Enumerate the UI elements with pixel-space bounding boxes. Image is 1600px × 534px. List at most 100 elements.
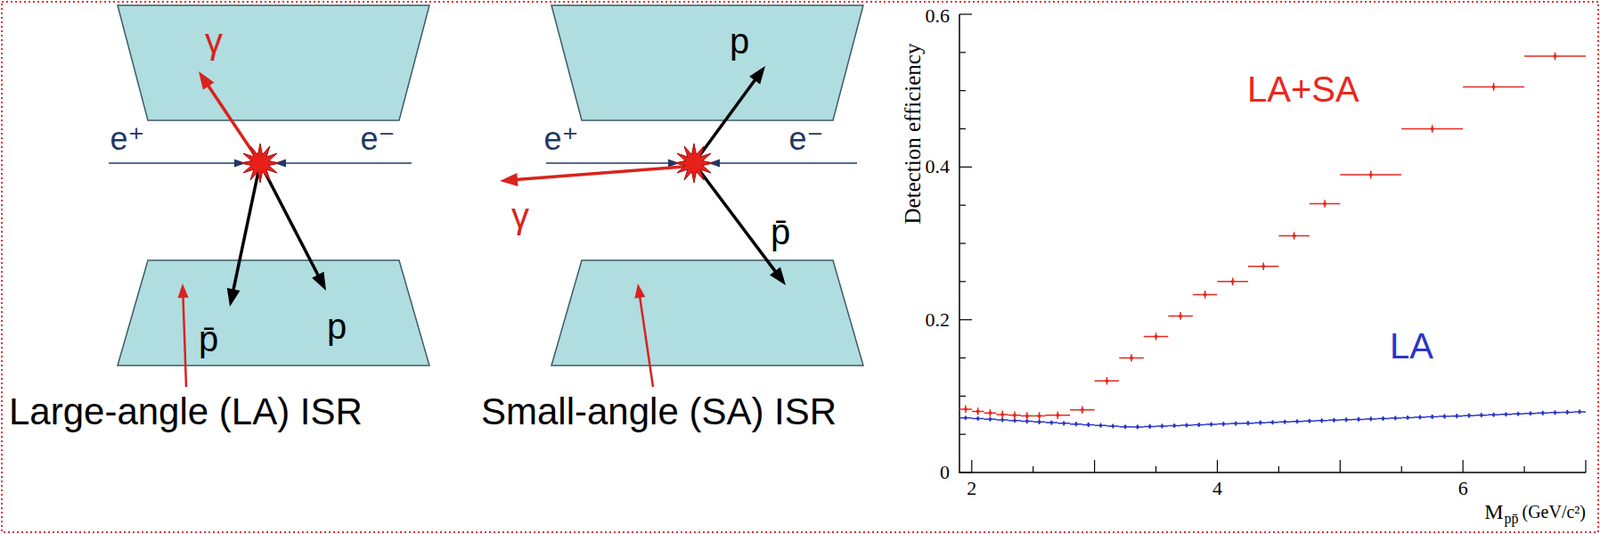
- data-point: [1261, 264, 1266, 269]
- axis-tick: [959, 128, 966, 130]
- error-bar: [959, 415, 972, 420]
- data-point: [1271, 420, 1275, 425]
- error-bar: [1082, 422, 1095, 427]
- error-bar: [1303, 418, 1316, 424]
- axis-tick: [1401, 465, 1403, 473]
- leader-arrow: [178, 283, 189, 387]
- arrow-head: [769, 267, 786, 286]
- data-point: [1209, 422, 1214, 426]
- leader-arrow: [634, 283, 654, 387]
- proton-label: p: [729, 23, 750, 59]
- error-bar: [1401, 124, 1463, 133]
- axis-tick: [959, 395, 966, 397]
- axis-tick: [959, 13, 972, 15]
- error-bar: [1377, 416, 1390, 421]
- arrow-shaft: [515, 165, 694, 180]
- error-bar: [1033, 419, 1046, 425]
- data-point: [1454, 414, 1459, 418]
- data-point: [1381, 416, 1386, 421]
- data-point: [1430, 127, 1435, 131]
- error-bar: [1167, 423, 1181, 428]
- axis-tick: [959, 242, 966, 244]
- data-point: [1148, 424, 1152, 429]
- arrow-shaft: [182, 295, 187, 387]
- panel-caption: Large-angle (LA) ISR: [8, 392, 363, 431]
- error-bar: [1536, 410, 1550, 416]
- error-bar: [984, 416, 997, 422]
- data-point: [1178, 313, 1183, 318]
- error-bar: [1549, 409, 1562, 415]
- axis-line: [959, 14, 1586, 473]
- error-bar: [1044, 410, 1070, 419]
- electron-label: e⁻: [359, 122, 395, 156]
- error-bar: [1266, 419, 1280, 425]
- data-point: [1516, 411, 1520, 416]
- error-bar: [1069, 421, 1083, 426]
- data-point: [1332, 418, 1337, 423]
- error-bar: [1143, 424, 1157, 429]
- error-bar: [1339, 171, 1402, 180]
- data-series: [959, 408, 1586, 429]
- error-bar: [1254, 420, 1267, 425]
- positron-label: e⁺: [109, 122, 145, 156]
- error-bar: [984, 408, 997, 417]
- series-label: LA+SA: [1247, 71, 1360, 107]
- error-bar: [1524, 410, 1537, 416]
- arrow-shaft: [260, 163, 319, 277]
- data-point: [1322, 201, 1327, 205]
- error-bar: [1388, 415, 1402, 420]
- particle-arrow: [260, 163, 327, 291]
- data-point: [976, 416, 980, 421]
- axis-tick: [1584, 459, 1586, 473]
- axis-tick: [959, 51, 966, 53]
- arrow-head: [634, 283, 645, 299]
- error-bar: [1180, 422, 1193, 427]
- arrow-head: [178, 283, 189, 298]
- error-bar: [995, 410, 1009, 419]
- axis-tick: [1216, 459, 1218, 473]
- error-bar: [1192, 422, 1206, 427]
- axis-title: M: [1484, 500, 1503, 523]
- error-bar: [1106, 423, 1119, 428]
- error-bar: [1241, 420, 1255, 425]
- error-bar: [1487, 412, 1501, 417]
- error-bar: [1205, 421, 1218, 426]
- tick-label: 4: [1212, 478, 1223, 498]
- data-point: [1104, 378, 1109, 383]
- data-point: [1129, 356, 1134, 360]
- data-point: [1025, 414, 1029, 418]
- data-point: [1295, 419, 1299, 424]
- data-point: [1479, 413, 1484, 417]
- data-point: [987, 410, 992, 415]
- error-bar: [1020, 411, 1034, 420]
- error-bar: [1118, 424, 1132, 429]
- efficiency-chart: [959, 14, 1586, 473]
- error-bar: [1328, 417, 1341, 423]
- axis-tick: [959, 166, 972, 168]
- axis-tick: [1462, 459, 1464, 473]
- error-bar: [1094, 376, 1120, 385]
- error-bar: [1413, 414, 1427, 419]
- error-bar: [1143, 332, 1169, 341]
- data-point: [1154, 334, 1159, 339]
- axis-tick: [1339, 459, 1341, 473]
- data-point: [1443, 414, 1447, 418]
- data-point: [1037, 414, 1042, 418]
- data-point: [1430, 415, 1435, 419]
- detector-block: [551, 5, 864, 121]
- axis-tick: [1155, 465, 1157, 473]
- axis-tick: [959, 471, 972, 473]
- data-point: [1553, 410, 1558, 415]
- series-label: LA: [1389, 327, 1434, 364]
- arrow-shaft: [284, 162, 412, 164]
- positron-label: e⁺: [543, 122, 579, 156]
- data-point: [1000, 417, 1005, 422]
- data-point: [1292, 233, 1297, 237]
- error-bar: [1094, 423, 1108, 428]
- arrow-head: [198, 71, 214, 90]
- error-bar: [1044, 420, 1058, 425]
- error-bar: [1008, 410, 1021, 419]
- error-bar: [1290, 418, 1304, 424]
- collision-star: [674, 143, 714, 183]
